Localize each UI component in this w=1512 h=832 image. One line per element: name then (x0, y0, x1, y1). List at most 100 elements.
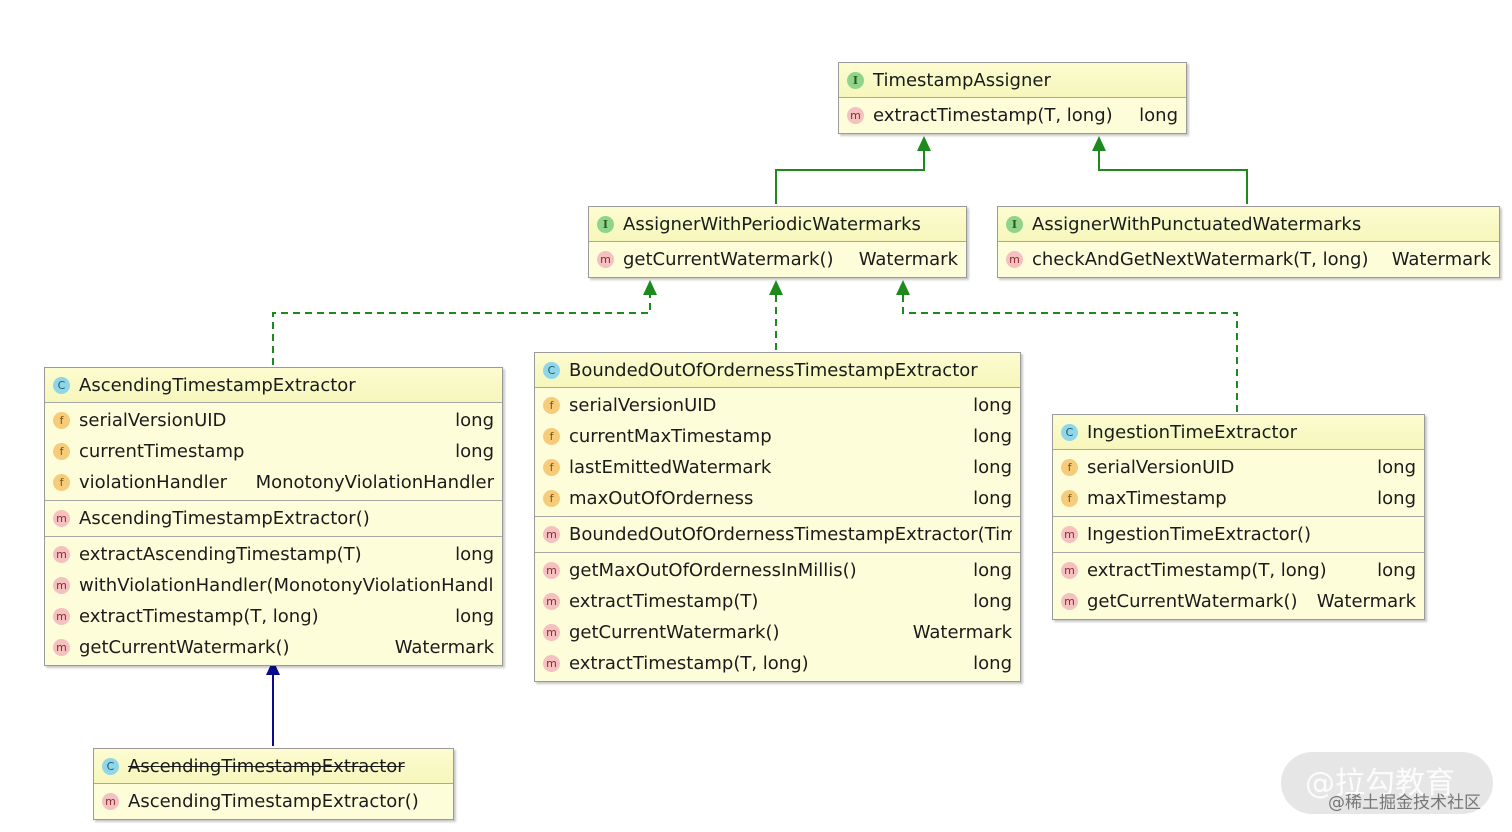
member-type: long (973, 653, 1012, 674)
method-row: m withViolationHandler(MonotonyViolation… (45, 570, 502, 601)
fields-section: f serialVersionUID long f currentTimesta… (45, 402, 502, 500)
fields-section: f serialVersionUID long f maxTimestamp l… (1053, 449, 1424, 516)
ascending-extractor-box[interactable]: C AscendingTimestampExtractor f serialVe… (44, 367, 503, 666)
method-row: m getCurrentWatermark() Watermark (1053, 586, 1424, 617)
edge-periodic-to-timestampassigner (775, 136, 931, 204)
member-type: long (973, 560, 1012, 581)
class-title: TimestampAssigner (873, 69, 1051, 91)
method-row: m extractTimestamp(T, long) long (1053, 555, 1424, 586)
member-name: violationHandler (79, 472, 228, 493)
member-name: extractTimestamp(T, long) (79, 606, 319, 627)
watermark-main-text: @拉勾教育 (1305, 766, 1455, 801)
ingestion-extractor-box[interactable]: C IngestionTimeExtractor f serialVersion… (1052, 414, 1425, 620)
watermark-sub-text: @稀土掘金技术社区 (1328, 793, 1481, 813)
member-name: currentMaxTimestamp (569, 426, 772, 447)
periodic-watermarks-box[interactable]: I AssignerWithPeriodicWatermarks m getCu… (588, 206, 967, 278)
field-row: f serialVersionUID long (535, 390, 1020, 421)
edge-punctuated-to-timestampassigner (1092, 136, 1248, 204)
member-type: long (973, 591, 1012, 612)
methods-section: m extractTimestamp(T, long) long (839, 97, 1186, 133)
method-icon: m (102, 793, 119, 810)
class-title: BoundedOutOfOrdernessTimestampExtractor (569, 359, 978, 381)
field-row: f maxTimestamp long (1053, 483, 1424, 514)
class-icon: C (102, 757, 119, 775)
method-icon: m (543, 526, 560, 543)
ascending-deprecated-box[interactable]: C AscendingTimestampExtractor m Ascendin… (93, 748, 454, 820)
method-icon: m (543, 593, 560, 610)
methods-section: m extractAscendingTimestamp(T) long m wi… (45, 536, 502, 665)
member-name: getCurrentWatermark() (623, 249, 834, 270)
abstract-class-icon: C (543, 361, 560, 379)
class-header: I AssignerWithPunctuatedWatermarks (998, 207, 1499, 241)
field-row: f serialVersionUID long (45, 405, 502, 436)
member-name: extractTimestamp(T) (569, 591, 759, 612)
member-name: serialVersionUID (1087, 457, 1235, 478)
class-header: C BoundedOutOfOrdernessTimestampExtracto… (535, 353, 1020, 387)
edge-ascending-implements-periodic (272, 280, 657, 365)
member-type: long (455, 544, 494, 565)
member-name: extractAscendingTimestamp(T) (79, 544, 362, 565)
method-icon: m (53, 639, 70, 656)
field-icon: f (543, 397, 560, 414)
edge-deprecated-extends-ascending (266, 660, 280, 746)
field-icon: f (1061, 459, 1078, 476)
member-type: Watermark (1391, 249, 1491, 270)
member-name: maxOutOfOrderness (569, 488, 754, 509)
constructor-row: m AscendingTimestampExtractor() (45, 503, 502, 534)
member-name: serialVersionUID (569, 395, 717, 416)
method-row: m getCurrentWatermark() Watermark (589, 244, 966, 275)
method-row: m getCurrentWatermark() Watermark (535, 617, 1020, 648)
member-name: getCurrentWatermark() (569, 622, 780, 643)
member-type: long (1139, 105, 1178, 126)
member-type: long (973, 457, 1012, 478)
field-row: f maxOutOfOrderness long (535, 483, 1020, 514)
member-name: IngestionTimeExtractor() (1087, 524, 1312, 545)
class-header: C IngestionTimeExtractor (1053, 415, 1424, 449)
constructors-section: m AscendingTimestampExtractor() (45, 500, 502, 536)
field-row: f currentMaxTimestamp long (535, 421, 1020, 452)
member-name: lastEmittedWatermark (569, 457, 772, 478)
member-type: long (1377, 560, 1416, 581)
member-name: serialVersionUID (79, 410, 227, 431)
member-type: MonotonyViolationHandler (255, 472, 494, 493)
bounded-extractor-box[interactable]: C BoundedOutOfOrdernessTimestampExtracto… (534, 352, 1021, 682)
method-row: m getCurrentWatermark() Watermark (45, 632, 502, 663)
class-header: C AscendingTimestampExtractor (94, 749, 453, 783)
field-row: f currentTimestamp long (45, 436, 502, 467)
method-icon: m (847, 107, 864, 124)
edge-ingestion-implements-periodic (896, 280, 1238, 412)
method-row: m extractTimestamp(T, long) long (45, 601, 502, 632)
punctuated-watermarks-box[interactable]: I AssignerWithPunctuatedWatermarks m che… (997, 206, 1500, 278)
method-icon: m (543, 655, 560, 672)
class-title: AscendingTimestampExtractor (128, 755, 405, 777)
member-type: Watermark (912, 622, 1012, 643)
member-name: withViolationHandler(MonotonyViolationHa… (79, 575, 494, 596)
edge-bounded-implements-periodic (769, 280, 783, 350)
timestamp-assigner-box[interactable]: I TimestampAssigner m extractTimestamp(T… (838, 62, 1187, 134)
member-type: Watermark (858, 249, 958, 270)
member-name: AscendingTimestampExtractor() (79, 508, 370, 529)
method-icon: m (1061, 562, 1078, 579)
member-name: checkAndGetNextWatermark(T, long) (1032, 249, 1369, 270)
member-name: extractTimestamp(T, long) (873, 105, 1113, 126)
methods-section: m getCurrentWatermark() Watermark (589, 241, 966, 277)
class-icon: C (1061, 423, 1078, 441)
method-icon: m (1006, 251, 1023, 268)
member-type: Watermark (394, 637, 494, 658)
constructor-row: m BoundedOutOfOrdernessTimestampExtracto… (535, 519, 1020, 550)
field-icon: f (1061, 490, 1078, 507)
member-type: Watermark (1316, 591, 1416, 612)
field-icon: f (543, 428, 560, 445)
member-name: currentTimestamp (79, 441, 245, 462)
member-type: long (973, 426, 1012, 447)
field-icon: f (53, 443, 70, 460)
member-name: extractTimestamp(T, long) (569, 653, 809, 674)
member-type: long (455, 606, 494, 627)
constructors-section: m AscendingTimestampExtractor() (94, 783, 453, 819)
abstract-class-icon: C (53, 376, 70, 394)
member-type: long (455, 441, 494, 462)
field-icon: f (543, 459, 560, 476)
method-row: m extractTimestamp(T, long) long (535, 648, 1020, 679)
method-icon: m (53, 608, 70, 625)
